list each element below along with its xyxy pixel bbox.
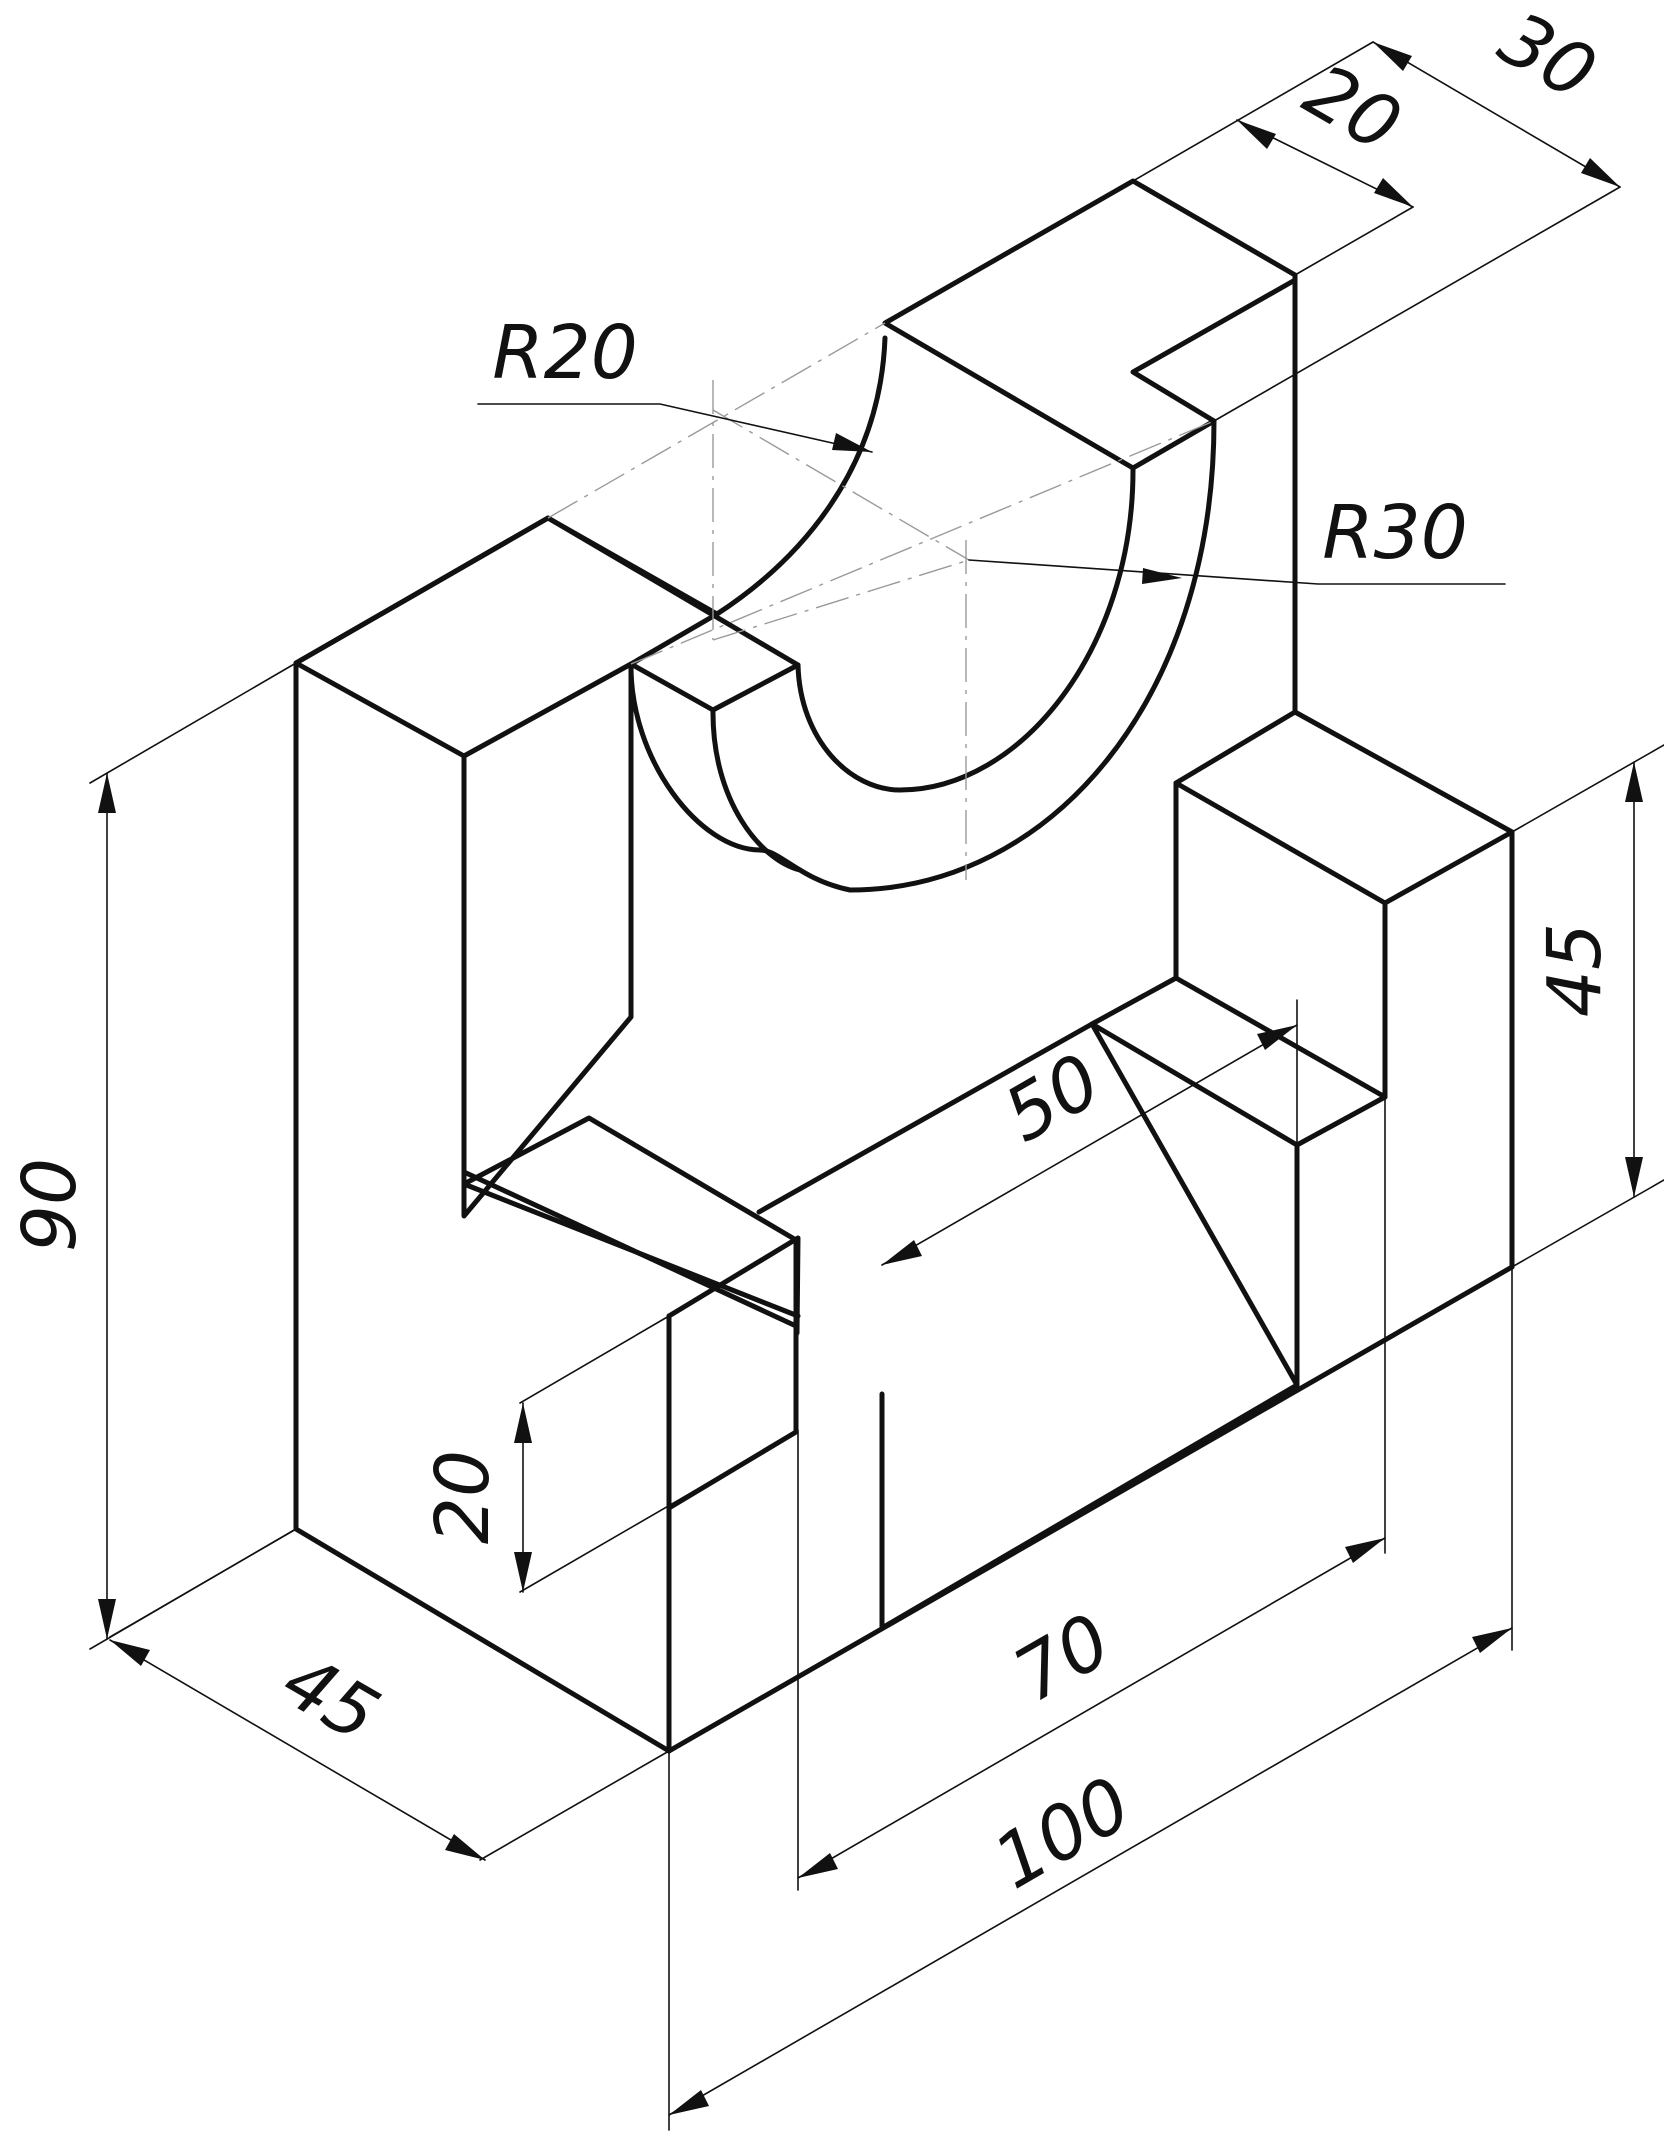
arrow-20-lower-bottom [514, 1552, 532, 1592]
ext-line-30-a [1132, 41, 1374, 182]
arrow-50-b [1257, 1025, 1297, 1050]
center-lines [547, 322, 1215, 880]
arrow-70-b [1345, 1538, 1385, 1563]
dim-line-50 [881, 1024, 1298, 1266]
ext-line-90-a [89, 662, 297, 784]
arrow-20-lower-top [514, 1403, 532, 1443]
outer-arc-r30-rear [710, 707, 803, 873]
dim-line-30 [1372, 41, 1621, 188]
dim-label-20-lower: 20 [420, 1450, 506, 1544]
dim-label-r30: R30 [1322, 490, 1468, 576]
dim-line-45-lower [109, 1639, 486, 1861]
centerline-mid [630, 420, 1215, 665]
arrow-30-top [1373, 42, 1412, 71]
centerline-axis [712, 409, 970, 561]
arrow-r20 [832, 433, 872, 452]
diagonal-cut-line [1089, 1021, 1300, 1388]
ext-line-20-lower-a [519, 1315, 670, 1404]
centerline-lower [712, 559, 970, 641]
arrow-100-a [669, 2090, 709, 2115]
arrow-20-top-a [1237, 120, 1276, 149]
dimension-lines [89, 41, 1664, 2131]
dim-label-20-top: 20 [1290, 48, 1415, 170]
back-tower-top [882, 178, 1298, 471]
dim-line-70 [797, 1537, 1386, 1879]
arrow-90-bottom [98, 1599, 116, 1639]
ext-line-20-lower-b [519, 1431, 797, 1593]
arrow-45-lower-a [110, 1640, 150, 1666]
ext-line-30-b [1213, 186, 1621, 422]
outer-arc-r30 [628, 418, 1217, 893]
arrow-45-right-top [1625, 762, 1643, 802]
right-block-top [1173, 709, 1515, 906]
ext-line-20-b [1294, 206, 1414, 276]
centerline-top [547, 322, 886, 519]
inner-arc-r20 [714, 335, 888, 617]
ext-line-45-b [1511, 1179, 1664, 1268]
dim-label-90: 90 [7, 1158, 93, 1252]
arrow-90-top [98, 773, 116, 813]
dim-label-r20: R20 [492, 310, 638, 396]
arrow-70-a [798, 1853, 838, 1878]
leader-r20 [477, 403, 873, 453]
leader-r30 [968, 559, 1506, 585]
ext-line-45-lower [109, 1528, 297, 1638]
arrow-100-b [1472, 1628, 1512, 1653]
dim-label-100: 100 [980, 1761, 1145, 1906]
dim-label-45-lower: 45 [268, 1638, 393, 1760]
arrow-30-bottom [1581, 158, 1620, 187]
dim-label-45-right: 45 [1532, 923, 1618, 1017]
arrow-r30 [1142, 568, 1182, 584]
inner-arc-r20-lower [795, 467, 1136, 793]
dim-label-30: 30 [1485, 0, 1610, 117]
dimension-labels: 30 20 R20 R30 45 50 90 20 70 100 45 [7, 0, 1618, 1906]
arrow-20-top-b [1374, 178, 1413, 207]
ext-line-45-a [1511, 744, 1664, 833]
arrowheads [98, 42, 1643, 2115]
dim-line-100 [668, 1627, 1513, 2116]
base-slab-top [756, 1021, 1095, 1215]
arrow-45-lower-b [445, 1834, 485, 1860]
right-block-faces [1173, 780, 1515, 1270]
ext-line-45-lower-b [479, 1750, 670, 1861]
base-slab-rear [879, 1382, 1300, 1631]
arrow-45-right-bottom [1625, 1157, 1643, 1197]
dim-label-70: 70 [1000, 1598, 1125, 1720]
base-slab-front [666, 1264, 1515, 1754]
arrow-50-a [882, 1240, 922, 1265]
right-block-step [1089, 975, 1388, 1388]
left-lower-step [461, 1115, 799, 1511]
